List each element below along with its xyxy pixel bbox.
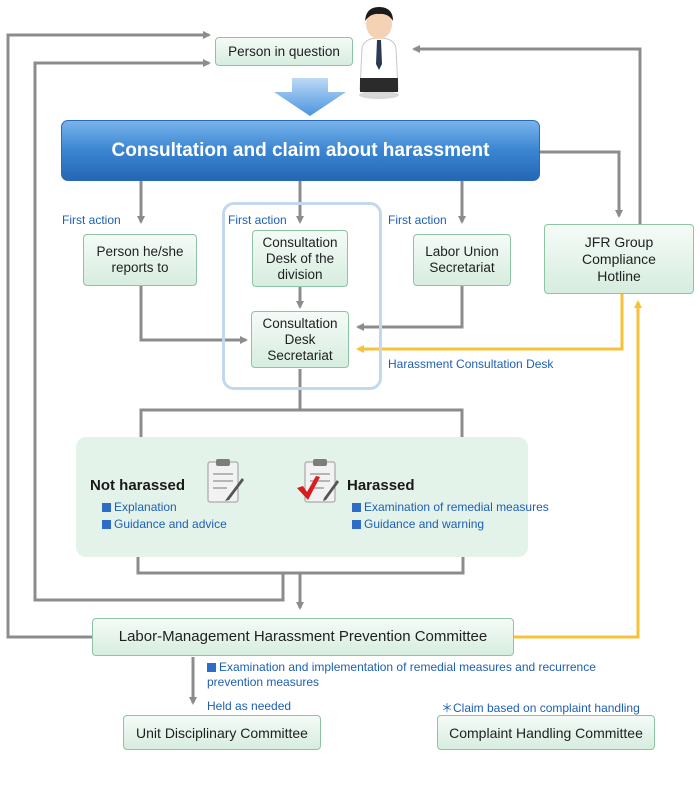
result-panel <box>76 437 528 557</box>
harassed-item-1: Examination of remedial measures <box>352 500 549 514</box>
person-reports-to-label: Person he/she reports to <box>96 244 184 275</box>
desk-secretariat-box: Consultation Desk Secretariat <box>251 311 349 368</box>
person-in-question-box: Person in question <box>215 37 353 66</box>
bullet-square-icon <box>352 520 361 529</box>
labor-union-label: Labor Union Secretariat <box>425 244 499 275</box>
person-in-question-label: Person in question <box>228 43 340 59</box>
harassed-item-text: Guidance and warning <box>364 517 485 531</box>
jfr-hotline-box: JFR Group Compliance Hotline <box>544 224 694 294</box>
not-harassed-item-text: Explanation <box>114 500 177 514</box>
prevention-committee-label: Labor-Management Harassment Prevention C… <box>118 628 488 645</box>
held-as-needed-label: Held as needed <box>207 699 292 713</box>
jfr-hotline-label: JFR Group Compliance Hotline <box>582 233 656 284</box>
clipboard-icon <box>207 459 244 503</box>
not-harassed-item-2: Guidance and advice <box>102 517 227 531</box>
consultation-claim-banner: Consultation and claim about harassment <box>61 120 540 181</box>
person-icon <box>359 7 399 99</box>
committee-note: Examination and implementation of remedi… <box>207 660 647 690</box>
harassed-item-text: Examination of remedial measures <box>364 500 549 514</box>
labor-union-box: Labor Union Secretariat <box>413 234 511 286</box>
bullet-square-icon <box>102 503 111 512</box>
bullet-square-icon <box>102 520 111 529</box>
division-frame <box>222 202 382 390</box>
desk-secretariat-label: Consultation Desk Secretariat <box>262 315 338 363</box>
not-harassed-item-1: Explanation <box>102 500 177 514</box>
banner-title: Consultation and claim about harassment <box>111 139 490 161</box>
harassed-item-2: Guidance and warning <box>352 517 484 531</box>
bullet-square-icon <box>207 663 216 672</box>
complaint-handling-box: Complaint Handling Committee <box>437 715 655 750</box>
harassment-desk-label: Harassment Consultation Desk <box>388 357 554 371</box>
first-action-label-3: First action <box>388 213 447 227</box>
first-action-label-1: First action <box>62 213 121 227</box>
complaint-handling-label: Complaint Handling Committee <box>449 724 643 741</box>
not-harassed-item-text: Guidance and advice <box>114 517 227 531</box>
unit-disciplinary-box: Unit Disciplinary Committee <box>123 715 321 750</box>
first-action-label-2: First action <box>228 213 287 227</box>
committee-note-text: Examination and implementation of remedi… <box>207 660 596 689</box>
prevention-committee-box: Labor-Management Harassment Prevention C… <box>92 618 514 656</box>
down-chevron-icon <box>274 78 346 116</box>
consultation-desk-division-box: Consultation Desk of the division <box>252 230 348 287</box>
not-harassed-title: Not harassed <box>90 477 186 494</box>
person-reports-to-box: Person he/she reports to <box>83 234 197 286</box>
harassed-title: Harassed <box>347 477 415 494</box>
unit-disciplinary-label: Unit Disciplinary Committee <box>136 724 308 741</box>
checkmark-clipboard-icon <box>297 459 339 503</box>
consultation-desk-division-label: Consultation Desk of the division <box>262 234 338 282</box>
bullet-square-icon <box>352 503 361 512</box>
claim-note-label: ＊Claim based on complaint handling <box>441 701 640 715</box>
